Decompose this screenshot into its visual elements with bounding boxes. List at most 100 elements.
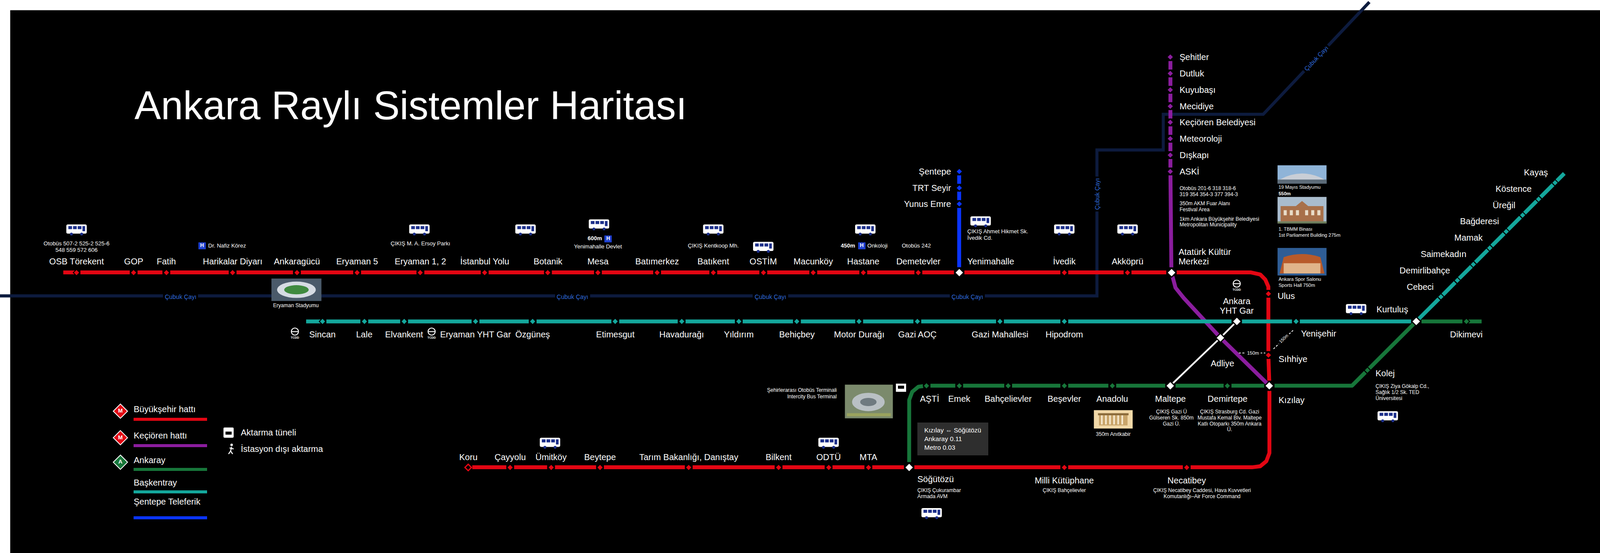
station-label: Havadurağı <box>659 329 704 340</box>
station-shape <box>824 463 833 472</box>
station-label: Motor Durağı <box>833 329 885 340</box>
station-diamond-outline <box>825 464 832 471</box>
parliament-photo <box>1277 197 1327 224</box>
station-diamond: Sıhhiye <box>1264 351 1273 360</box>
river-name: Çubuk Çayı <box>162 293 199 301</box>
line-segment <box>1012 383 1061 388</box>
station-diamond: Kayaş <box>1551 178 1559 187</box>
station-diamond: Batıkent <box>709 268 718 277</box>
station-shape <box>1182 463 1191 472</box>
station-diamond-outline <box>1215 333 1225 343</box>
station-label: GOP <box>124 256 144 267</box>
legend-label: Keçiören hattı <box>133 431 187 441</box>
station-shape <box>955 184 964 192</box>
line-segment <box>867 270 915 275</box>
station-name: Koru <box>459 452 478 463</box>
station-diamond-outline <box>544 269 552 276</box>
station-name: OSTİM <box>749 256 777 267</box>
line-segment <box>1418 299 1439 320</box>
station-diamond-outline <box>547 464 555 471</box>
line-segment <box>963 383 1005 388</box>
station-diamond: Hipodrom <box>1060 317 1069 326</box>
line-segment <box>717 270 760 275</box>
line-segment <box>1116 383 1166 388</box>
station-diamond-outline <box>1292 318 1300 325</box>
station-label: İvedik <box>1053 256 1076 267</box>
line-segment <box>1003 319 1061 324</box>
station-label: Çayyolu <box>494 452 526 463</box>
station-shape <box>1123 268 1132 277</box>
interchange-station: Ankara YHT Gar <box>1231 316 1243 327</box>
line-segment <box>1524 201 1537 214</box>
line-segment <box>1168 77 1173 87</box>
station-name: Havadurağı <box>659 329 704 340</box>
station-shape <box>1292 317 1300 326</box>
station-shape <box>596 463 604 472</box>
map-title-text: Ankara Raylı Sistemler Haritası <box>134 83 687 128</box>
station-label: Gazi Mahallesi <box>971 329 1029 340</box>
station-name: Saimekadın <box>1420 249 1467 259</box>
station-name: GOP <box>124 256 144 267</box>
station-name: AŞTİ <box>919 394 939 404</box>
station-diamond: Akköprü <box>1123 268 1132 277</box>
line-segment <box>1274 372 1366 387</box>
station-label: Emek <box>948 394 971 404</box>
interchange-station: Adliye <box>1215 332 1226 344</box>
legend-label: Şentepe Teleferik <box>133 497 201 508</box>
hospital-badge: H <box>858 242 866 250</box>
station-diamond: Şehitler <box>1166 53 1175 61</box>
station-diamond-outline <box>1411 316 1422 326</box>
station-diamond-outline <box>996 318 1004 325</box>
station-label: Söğütözü <box>917 474 955 485</box>
station-label: ODTÜ <box>816 452 841 463</box>
station-diamond-outline <box>904 463 914 473</box>
station-diamond-outline <box>1437 293 1444 301</box>
station-name: Anadolu <box>1096 394 1128 404</box>
line-segment <box>1190 391 1270 468</box>
note-text: 450m <box>840 242 856 250</box>
station-name: Fatih <box>156 256 176 267</box>
legend-text: Aktarma tüneli <box>240 427 297 438</box>
note-text: Otobüs 242 <box>901 242 931 250</box>
station-shape <box>1264 351 1273 360</box>
map-note: 550m <box>1278 191 1291 197</box>
info-line: Kızılay ⇔ Söğütözü <box>924 426 982 435</box>
station-diamond-outline <box>1535 195 1543 203</box>
station-name: Etimesgut <box>596 329 635 340</box>
station-name: OSB Törekent <box>49 256 104 267</box>
station-name: Yenimahalle <box>967 256 1015 267</box>
station-diamond: MTA <box>864 463 873 472</box>
station-diamond-outline <box>319 318 326 325</box>
station-label: Anadolu <box>1096 394 1128 404</box>
station-shape <box>709 268 718 277</box>
line-segment <box>817 270 860 275</box>
station-shape <box>1060 317 1069 326</box>
line-segment <box>1170 175 1172 268</box>
river-name: Çubuk Çayı <box>1093 176 1101 212</box>
station-diamond-outline <box>1108 382 1116 390</box>
station-label: Dutluk <box>1179 68 1205 79</box>
legend-text: Şentepe Teleferik <box>133 497 201 507</box>
legend-text: Büyükşehir hattı <box>133 404 196 415</box>
station-label: Harikalar Diyarı <box>202 256 263 267</box>
station-label: Akköprü <box>1111 256 1144 267</box>
station-name: Beytepe <box>584 452 616 463</box>
station-shape <box>759 268 768 277</box>
note-text: Dr. Nafiz Körez <box>208 242 246 250</box>
map-note: 19 Mayıs Stadyumu <box>1278 184 1321 191</box>
station-name: Dutluk <box>1179 68 1205 79</box>
station-diamond: Fatih <box>162 268 171 277</box>
station-name: Bilkent <box>765 452 792 463</box>
line-segment <box>1131 270 1167 275</box>
station-diamond-outline <box>1060 464 1068 471</box>
station-shape <box>1518 211 1527 220</box>
line-segment <box>170 270 229 275</box>
station-name: Cebeci <box>1406 282 1434 292</box>
river-name: Çubuk Çayı <box>949 293 985 301</box>
station-diamond-outline <box>417 269 424 276</box>
station-shape <box>954 267 965 278</box>
line-segment <box>1507 217 1521 230</box>
station-shape <box>792 317 801 326</box>
station-name: Çayyolu <box>494 452 526 463</box>
